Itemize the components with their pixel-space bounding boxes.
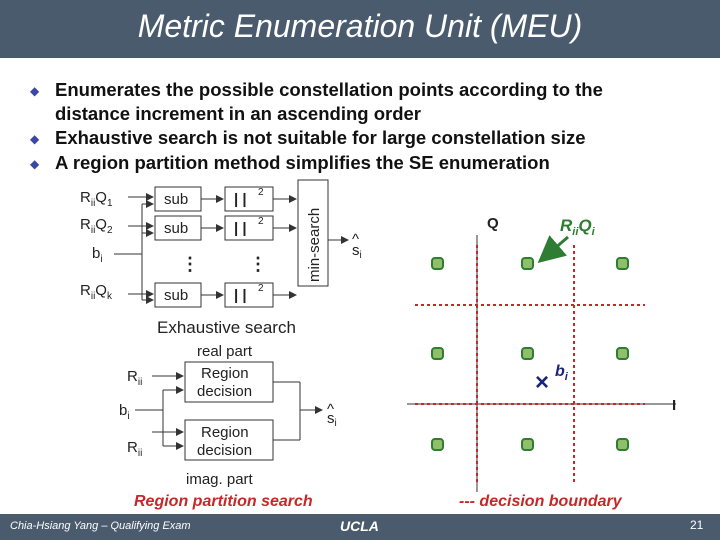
q-axis-label: Q [487,215,499,232]
page-number: 21 [690,518,704,532]
footer-author: Chia-Hsiang Yang – Qualifying Exam [10,520,191,532]
constellation-point [521,347,534,360]
i-axis-label: I [672,397,676,414]
rii-qi-pointer-arrow [537,235,569,263]
sub-block [154,282,202,308]
footer-institution: UCLA [340,518,379,534]
exhaustive-caption: Exhaustive search [157,318,296,337]
rii-qi-label: RiiQi [560,216,596,238]
slide-title: Metric Enumeration Unit (MEU) [137,8,583,44]
vertical-dots: ⋮ [249,254,267,274]
real-part-label: real part [197,343,253,360]
min-search-label: min-search [306,208,323,282]
constellation-diagram: Q I RiiQi × bi --- decision boundary [407,215,676,510]
bullet-3: A region partition method simplifies the… [55,152,550,173]
constellation-point [521,257,534,270]
bi-point-label: bi [555,363,569,383]
sub-label: sub [164,191,188,208]
output-si: si [327,410,337,429]
output-si: si [352,242,362,261]
region-decision-label: Region [201,365,249,382]
constellation-point [431,438,444,451]
region-partition-diagram: real part imag. part Rii bi Rii Region d… [119,343,337,510]
abs-label: | | [234,191,247,208]
vertical-dots: ⋮ [181,254,199,274]
bullet-2: Exhaustive search is not suitable for la… [55,127,586,148]
region-decision-label: Region [201,424,249,441]
abs-square-block [224,186,274,212]
constellation-point [616,257,629,270]
constellation-point [616,347,629,360]
sub-label: sub [164,287,188,304]
input-rii-q2: RiiQ2 [80,216,113,236]
rii-input-bottom: Rii [127,439,142,459]
input-rii-qk: RiiQk [80,282,113,302]
constellation-point [431,257,444,270]
abs-label: | | [234,220,247,237]
output-hat: ^ [327,401,334,418]
region-decision-label: decision [197,442,252,459]
title-bar [0,0,720,58]
constellation-point [521,438,534,451]
abs-label: | | [234,287,247,304]
bi-input: bi [119,402,130,422]
square-exponent: 2 [258,187,264,198]
bullet-icon: ◆ [30,132,40,146]
constellation-point [431,347,444,360]
region-decision-label: decision [197,383,252,400]
input-bi: bi [92,245,103,265]
bullet-icon: ◆ [30,84,40,98]
sub-block [154,186,202,212]
bullet-1-line-2: distance increment in an ascending order [55,103,421,124]
footer-bar [0,514,720,540]
decision-boundary-caption: --- decision boundary [459,493,623,510]
abs-square-block [224,215,274,241]
sub-label: sub [164,220,188,237]
exhaustive-search-diagram: RiiQ1 RiiQ2 bi RiiQk sub sub sub [80,179,362,337]
abs-square-block [224,282,274,308]
min-search-block [297,179,329,287]
constellation-points [431,257,629,451]
square-exponent: 2 [258,283,264,294]
input-rii-q1: RiiQ1 [80,189,113,209]
output-hat: ^ [352,231,359,248]
bullet-icon: ◆ [30,157,40,171]
square-exponent: 2 [258,216,264,227]
bullet-1-line-1: Enumerates the possible constellation po… [55,79,603,100]
region-decision-block-real [184,361,274,403]
constellation-point [616,438,629,451]
rii-input-top: Rii [127,368,142,388]
region-caption: Region partition search [134,493,313,510]
imag-part-label: imag. part [186,471,254,488]
sub-block [154,215,202,241]
bi-marker: × [535,369,549,396]
